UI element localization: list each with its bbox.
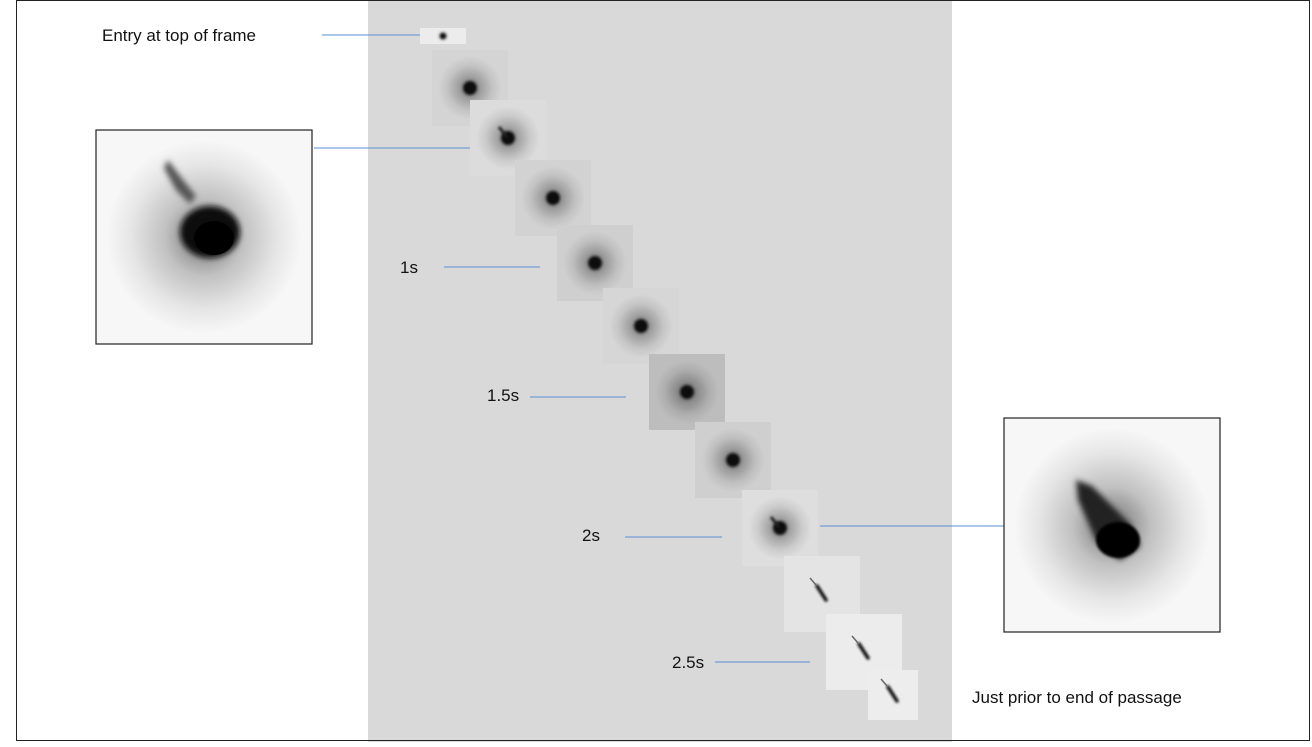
label-1-5s: 1.5s — [487, 386, 520, 405]
inset-late-frame — [1003, 417, 1221, 633]
frame-thumbnail — [515, 160, 591, 236]
frame-blob — [463, 81, 477, 95]
frame-streak — [857, 642, 870, 660]
frame-thumbnail — [603, 288, 679, 364]
frame-blob — [440, 33, 446, 39]
label-entry: Entry at top of frame — [102, 26, 257, 45]
frame-blob — [634, 319, 648, 333]
frame-tail — [497, 126, 509, 138]
frame-thumbnail — [742, 490, 818, 566]
frame-thumbnail — [649, 354, 725, 430]
frame-thumbnail — [695, 422, 771, 498]
label-1s: 1s — [400, 258, 418, 277]
frame-blob — [588, 256, 602, 270]
frame-streak — [886, 685, 899, 703]
frame-thumbnail — [868, 670, 918, 720]
frame-blob — [680, 385, 694, 399]
frame-blob — [726, 453, 740, 467]
label-2-5s: 2.5s — [672, 653, 705, 672]
frame-thumbnail — [420, 28, 466, 44]
inset-early-frame — [95, 129, 313, 345]
frame-tail — [769, 516, 781, 528]
inset-late-core — [1096, 522, 1140, 558]
frame-blob — [546, 191, 560, 205]
frame-streak — [815, 584, 828, 602]
label-end: Just prior to end of passage — [972, 688, 1182, 707]
leader-lines — [314, 34, 1006, 663]
frame-sequence — [420, 28, 918, 720]
label-2s: 2s — [582, 526, 600, 545]
inset-early-tail — [164, 160, 196, 204]
